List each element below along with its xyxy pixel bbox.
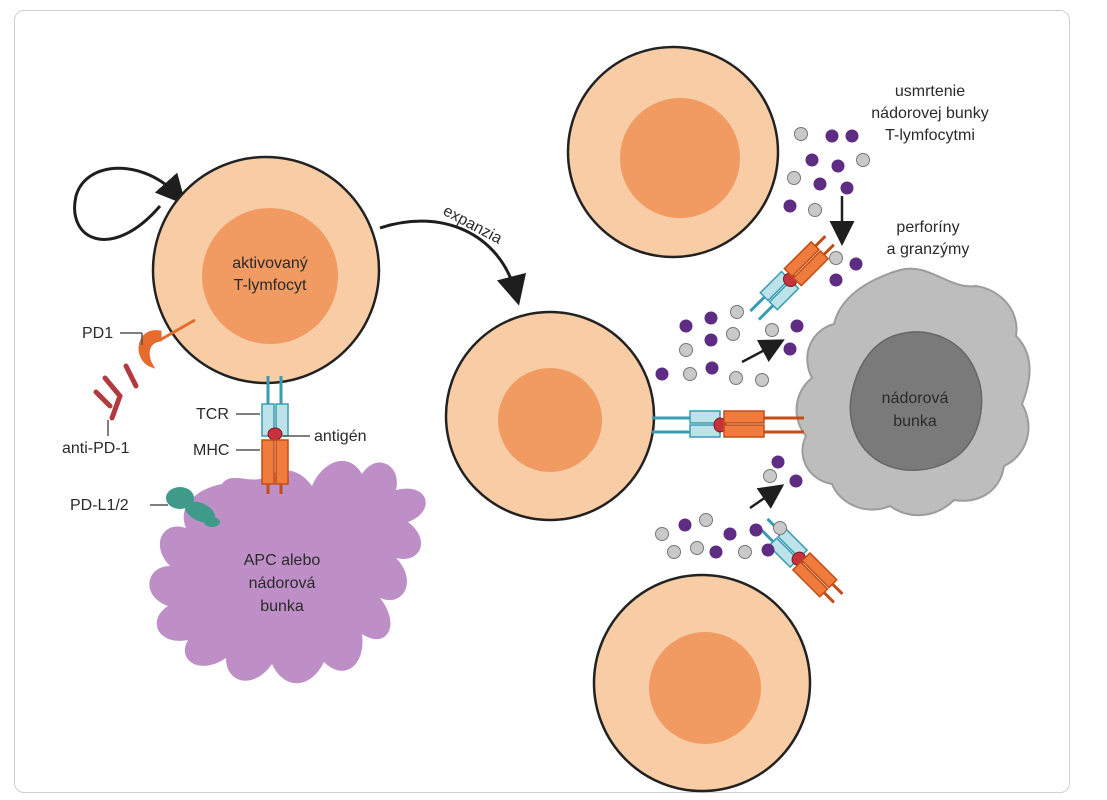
- granule-arrow-middle: [741, 339, 785, 364]
- granules-top: [783, 127, 870, 287]
- apc-label-2: nádorová: [249, 575, 316, 592]
- killing-label-2: nádorovej bunky: [871, 105, 988, 122]
- pd1-label: PD1: [82, 325, 113, 342]
- tumor-nucleus: [849, 331, 983, 472]
- anti-pd1-label: anti-PD-1: [62, 440, 130, 457]
- t-cell-middle: [444, 310, 656, 522]
- tcr-mhc-complex-top: [749, 235, 835, 321]
- tcr-mhc-complex-bottom: [757, 517, 844, 604]
- self-renewal-arrow: [73, 166, 187, 241]
- expansion-arrow: [379, 219, 527, 306]
- pd1-receptor: [138, 330, 162, 369]
- apc-label-3: bunka: [260, 598, 304, 615]
- anti-pd1-antibody: [93, 363, 139, 421]
- perforins-label-1: perforíny: [896, 219, 959, 236]
- pdl1-ligand: [166, 487, 220, 527]
- mhc-label: MHC: [193, 442, 229, 459]
- t-cell-bottom: [592, 573, 812, 793]
- tumor-label-2: bunka: [893, 413, 937, 430]
- tumor-label-1: nádorová: [882, 390, 949, 407]
- granules-bottom: [655, 455, 803, 559]
- tcr-label: TCR: [196, 406, 229, 423]
- killing-label-3: T-lymfocytmi: [885, 127, 975, 144]
- activated-t-cell-label-2: T-lymfocyt: [234, 277, 307, 294]
- apc-label-1: APC alebo: [244, 552, 321, 569]
- granules-middle: [655, 305, 804, 387]
- pdl1-label: PD-L1/2: [70, 497, 129, 514]
- apc-cell: [149, 460, 426, 684]
- granule-arrow-bottom: [749, 484, 785, 510]
- tcr-mhc-complex-left: [261, 376, 289, 494]
- pd1-stalk: [159, 318, 196, 342]
- tcr-mhc-complex-middle: [652, 410, 804, 438]
- activated-t-cell: [151, 155, 381, 385]
- activated-t-cell-label-1: aktivovaný: [232, 255, 308, 272]
- t-cell-top: [566, 45, 780, 259]
- killing-label-1: usmrtenie: [895, 83, 965, 100]
- perforins-label-2: a granzýmy: [887, 241, 970, 258]
- antigen-label: antigén: [314, 428, 367, 445]
